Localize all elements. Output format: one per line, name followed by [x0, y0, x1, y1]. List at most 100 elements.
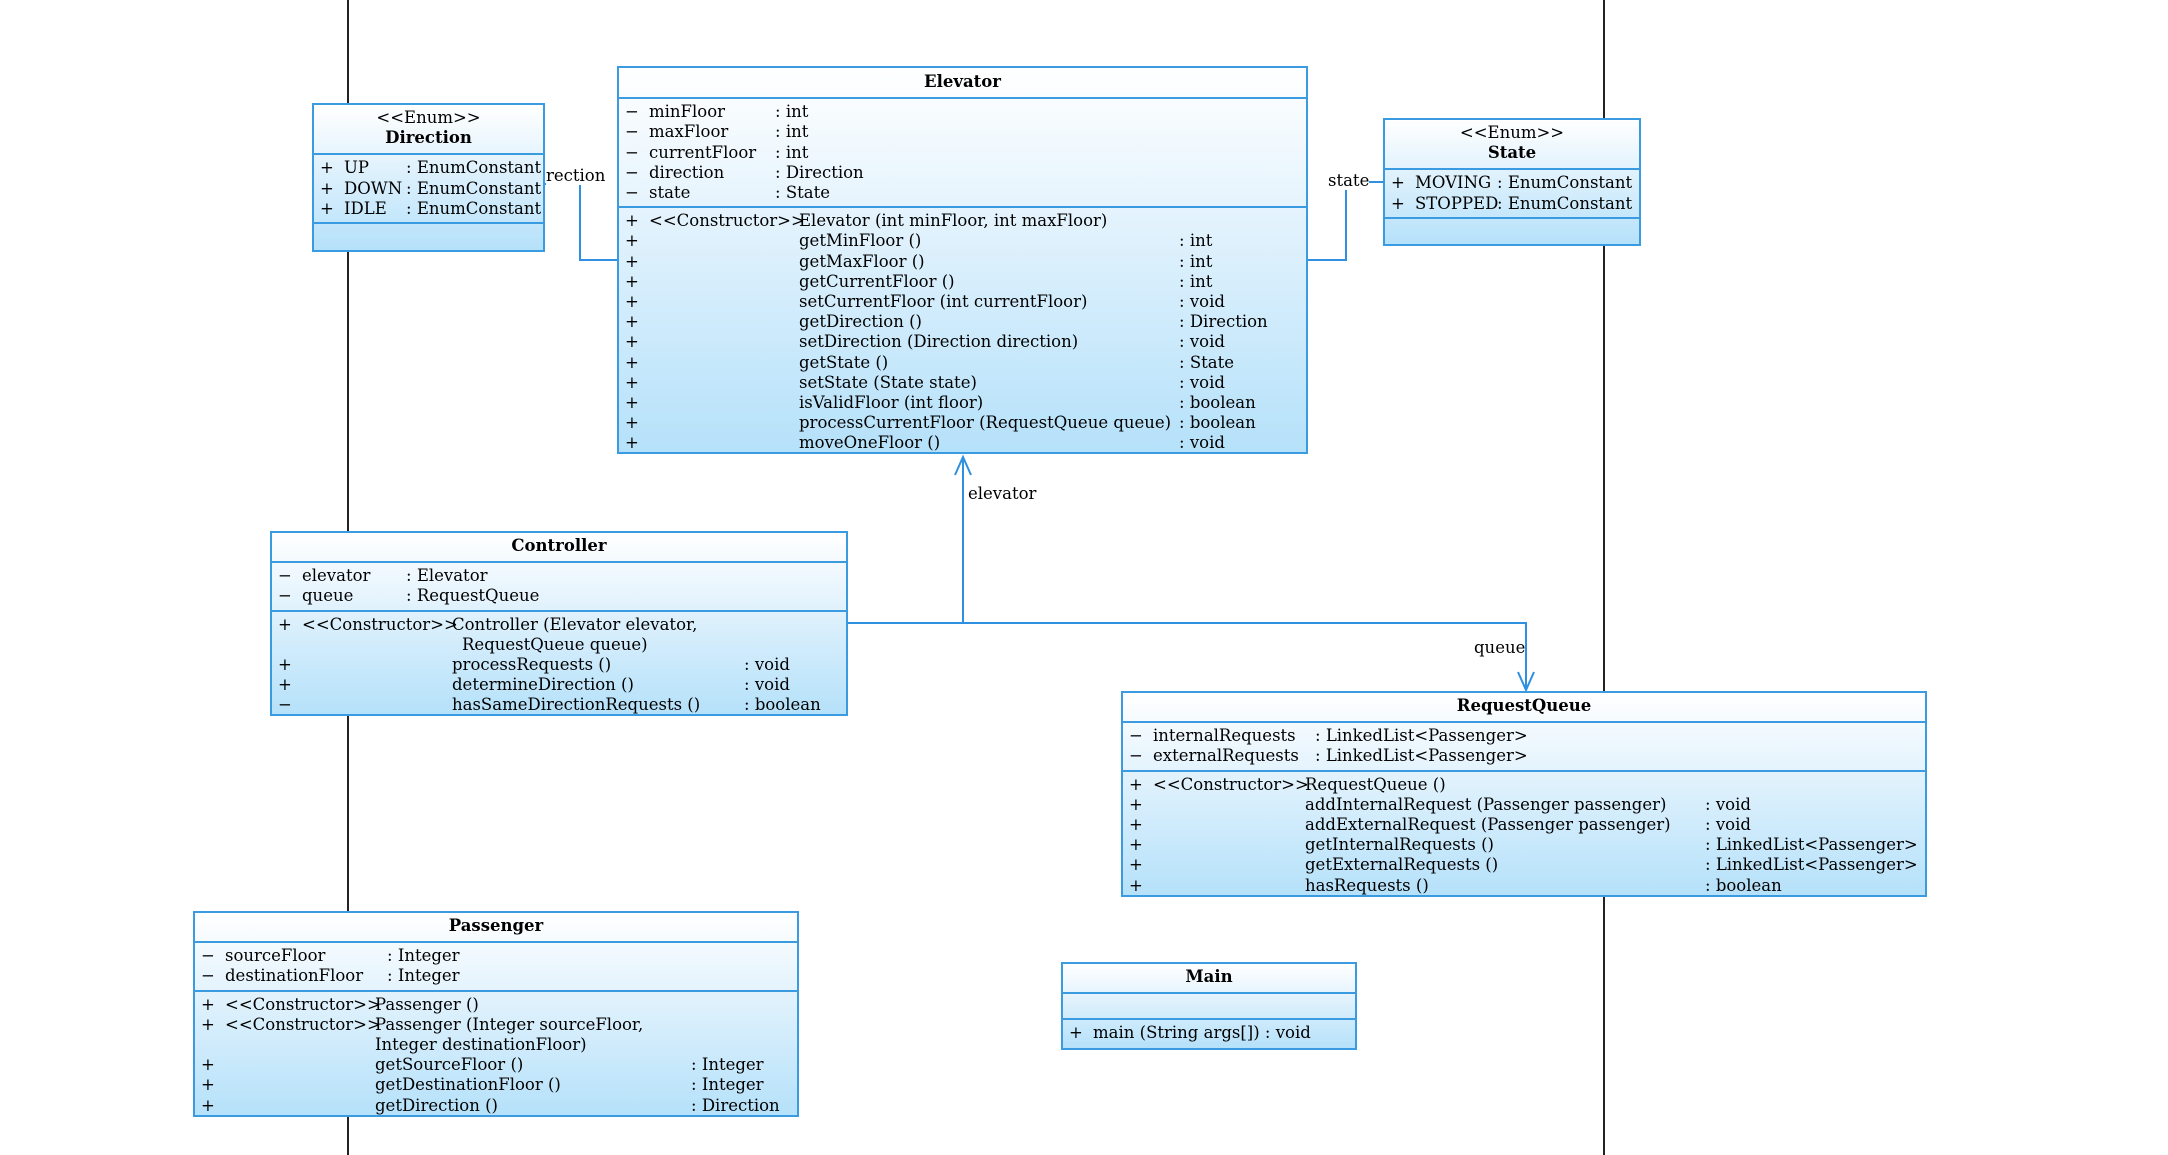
method-row: +addInternalRequest (Passenger passenger… — [1123, 795, 1925, 815]
operations-section: +<<Constructor>>RequestQueue () +addInte… — [1123, 772, 1925, 899]
class-direction[interactable]: <<Enum>> Direction + UP : EnumConstant +… — [312, 103, 545, 252]
attributes-section: −minFloor: int −maxFloor: int −currentFl… — [619, 99, 1306, 209]
colon: : — [775, 183, 786, 203]
visibility: + — [201, 1014, 215, 1034]
visibility: + — [278, 614, 292, 634]
method-name: setCurrentFloor (int currentFloor) — [799, 292, 1088, 312]
constructor-row: +<<Constructor>>Passenger () — [195, 995, 797, 1015]
colon: : — [406, 158, 417, 178]
return-type: void — [754, 675, 790, 695]
attributes-section: −elevator: Elevator −queue: RequestQueue — [272, 563, 846, 612]
return-type: int — [1189, 271, 1213, 291]
spacer — [649, 312, 799, 332]
colon: : — [744, 655, 755, 675]
method-row: +processRequests (): void — [272, 655, 846, 675]
method-row: +getCurrentFloor (): int — [619, 272, 1306, 292]
spacer — [649, 231, 799, 251]
colon: : — [744, 695, 755, 715]
class-passenger[interactable]: Passenger −sourceFloor: Integer −destina… — [193, 911, 799, 1117]
operations-section — [1385, 219, 1639, 243]
attribute-type: LinkedList<Passenger> — [1325, 726, 1528, 746]
constructor-stereotype: <<Constructor>> — [649, 211, 805, 231]
return-type: Direction — [1189, 312, 1268, 332]
class-elevator[interactable]: Elevator −minFloor: int −maxFloor: int −… — [617, 66, 1308, 454]
return-type: void — [1189, 292, 1225, 312]
colon: : — [1179, 292, 1190, 312]
colon: : — [691, 1055, 702, 1075]
operations-section — [314, 224, 543, 248]
return-type: void — [1189, 332, 1225, 352]
spacer — [272, 635, 302, 655]
attribute-type: Integer — [397, 946, 460, 966]
attribute-name: externalRequests — [1153, 746, 1299, 766]
colon: : — [744, 675, 755, 695]
return-type: int — [1189, 231, 1213, 251]
class-header: <<Enum>> Direction — [314, 105, 543, 156]
constructor-row: +<<Constructor>>Controller (Elevator ele… — [272, 615, 846, 635]
constructor-signature: Elevator (int minFloor, int maxFloor) — [799, 211, 1108, 231]
class-main[interactable]: Main +main (String args[]) : void — [1061, 962, 1357, 1050]
colon: : — [1179, 231, 1190, 251]
colon: : — [387, 946, 398, 966]
attribute-row: −externalRequests: LinkedList<Passenger> — [1123, 746, 1925, 766]
colon: : — [1179, 352, 1190, 372]
association-elevator-line — [848, 457, 964, 624]
attribute-name: IDLE — [344, 198, 387, 218]
constructor-row: +<<Constructor>>RequestQueue () — [1123, 775, 1925, 795]
method-row: +getState (): State — [619, 353, 1306, 373]
class-name: Direction — [385, 128, 472, 148]
class-state[interactable]: <<Enum>> State +MOVING: EnumConstant +ST… — [1383, 118, 1641, 246]
visibility: − — [625, 162, 639, 182]
constructor-row-continued: Integer destinationFloor) — [195, 1035, 797, 1055]
class-name: Main — [1185, 967, 1233, 986]
method-name: getSourceFloor () — [375, 1055, 524, 1075]
method-name: processCurrentFloor (RequestQueue queue) — [799, 413, 1172, 433]
constructor-stereotype: <<Constructor>> — [1153, 774, 1309, 794]
class-name: RequestQueue — [1456, 696, 1592, 715]
visibility: + — [625, 393, 639, 413]
constructor-stereotype: <<Constructor>> — [225, 1014, 381, 1034]
association-direction-label: rection — [546, 166, 606, 185]
attribute-row: −currentFloor: int — [619, 143, 1306, 163]
constructor-signature: Passenger () — [375, 994, 479, 1014]
spacer — [302, 635, 462, 655]
spacer — [1153, 876, 1305, 896]
operations-section: + <<Constructor>>Elevator (int minFloor, … — [619, 208, 1306, 456]
method-row: +processCurrentFloor (RequestQueue queue… — [619, 413, 1306, 433]
visibility: + — [625, 312, 639, 332]
colon: : — [1179, 312, 1190, 332]
lifeline-right — [1603, 0, 1605, 1155]
visibility: − — [278, 586, 292, 606]
spacer — [225, 1096, 375, 1116]
method-name: getMaxFloor () — [799, 251, 925, 271]
spacer — [195, 1035, 225, 1055]
attribute-row: −queue: RequestQueue — [272, 586, 846, 606]
class-header: <<Enum>> State — [1385, 120, 1639, 171]
visibility: − — [278, 566, 292, 586]
method-row: +getDestinationFloor (): Integer — [195, 1075, 797, 1095]
class-controller[interactable]: Controller −elevator: Elevator −queue: R… — [270, 531, 848, 716]
method-row: +getSourceFloor (): Integer — [195, 1055, 797, 1075]
return-type: Integer — [701, 1055, 764, 1075]
attribute-row: −destinationFloor: Integer — [195, 966, 797, 986]
constructor-signature: Controller (Elevator elevator, — [452, 614, 698, 634]
return-type: Integer — [701, 1075, 764, 1095]
association-queue-label: queue — [1474, 638, 1526, 657]
method-name: addInternalRequest (Passenger passenger) — [1305, 794, 1667, 814]
return-type: Direction — [701, 1095, 780, 1115]
constructor-signature-continued: RequestQueue queue) — [462, 634, 648, 654]
colon: : — [1179, 271, 1190, 291]
attribute-row: + DOWN : EnumConstant — [314, 179, 543, 199]
attribute-name: elevator — [302, 566, 371, 586]
attribute-row: −sourceFloor: Integer — [195, 946, 797, 966]
colon: : — [1497, 193, 1508, 213]
stereotype-label: <<Enum>> — [1459, 123, 1565, 142]
return-type: LinkedList<Passenger> — [1715, 855, 1918, 875]
attribute-row: + IDLE : EnumConstant — [314, 199, 543, 219]
attribute-name: maxFloor — [649, 122, 729, 142]
visibility: + — [320, 178, 334, 198]
colon: : — [1705, 855, 1716, 875]
association-queue-line — [963, 622, 1527, 690]
class-requestqueue[interactable]: RequestQueue −internalRequests: LinkedLi… — [1121, 691, 1927, 897]
visibility: + — [1129, 875, 1143, 895]
